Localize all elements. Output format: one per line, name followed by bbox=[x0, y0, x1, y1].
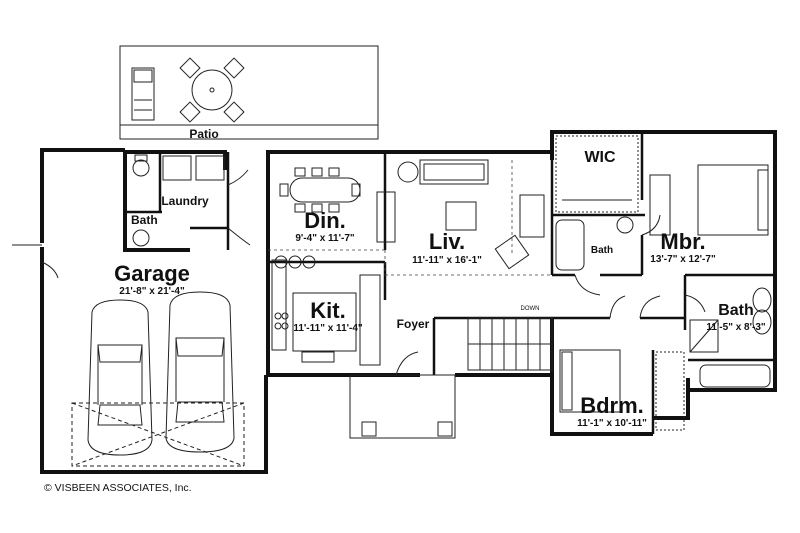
stairs-down-label: DOWN bbox=[520, 306, 540, 312]
bathtub-icon bbox=[555, 219, 585, 271]
room-size-bath-3: 11'-5" x 8'-3" bbox=[706, 322, 766, 333]
patio-outline bbox=[119, 45, 379, 140]
room-label-bedroom: Bdrm. bbox=[580, 393, 644, 418]
room-size-dining: 9'-4" x 11'-7" bbox=[295, 233, 355, 244]
room-label-kitchen: Kit. bbox=[310, 298, 346, 323]
car-right-icon bbox=[165, 291, 235, 453]
bedroom-wall bbox=[653, 390, 690, 420]
patio-table-icon bbox=[179, 57, 245, 123]
room-label-bath-2: Bath bbox=[590, 245, 614, 256]
room-label-dining: Din. bbox=[304, 208, 346, 233]
room-label-wic: WIC bbox=[584, 149, 616, 166]
room-label-living: Liv. bbox=[428, 229, 466, 254]
kitchen-island-icon bbox=[271, 255, 381, 366]
main-house-wall bbox=[266, 130, 777, 392]
room-label-foyer: Foyer bbox=[396, 317, 430, 331]
room-label-laundry: Laundry bbox=[161, 194, 209, 208]
front-porch bbox=[349, 374, 456, 439]
bedroom-bed-icon bbox=[559, 349, 621, 413]
lounge-chair-icon bbox=[131, 67, 155, 121]
room-size-living: 11'-11" x 16'-1" bbox=[412, 255, 482, 266]
room-label-patio: Patio bbox=[189, 127, 219, 141]
garage-wall bbox=[40, 247, 268, 474]
room-size-garage: 21'-8" x 21'-4" bbox=[119, 286, 185, 297]
stairs-icon bbox=[467, 317, 553, 371]
room-label-garage: Garage bbox=[114, 261, 190, 286]
garage-door-outline bbox=[71, 402, 245, 467]
room-label-bath-3: Bath bbox=[718, 302, 754, 319]
master-bed-icon bbox=[649, 164, 769, 236]
room-size-kitchen: 11'-11" x 11'-4" bbox=[293, 323, 363, 334]
room-label-master: Mbr. bbox=[660, 229, 706, 254]
copyright-text: © VISBEEN ASSOCIATES, Inc. bbox=[44, 482, 192, 494]
room-label-bath-1: Bath bbox=[131, 213, 158, 227]
sofa-icon bbox=[419, 159, 489, 185]
car-left-icon bbox=[87, 299, 153, 456]
laundry-wall bbox=[123, 150, 190, 252]
dining-table-icon bbox=[279, 167, 361, 213]
room-size-master: 13'-7" x 12'-7" bbox=[650, 254, 716, 265]
wic-shelves bbox=[555, 135, 639, 213]
room-size-bedroom: 11'-1" x 10'-11" bbox=[577, 418, 647, 429]
